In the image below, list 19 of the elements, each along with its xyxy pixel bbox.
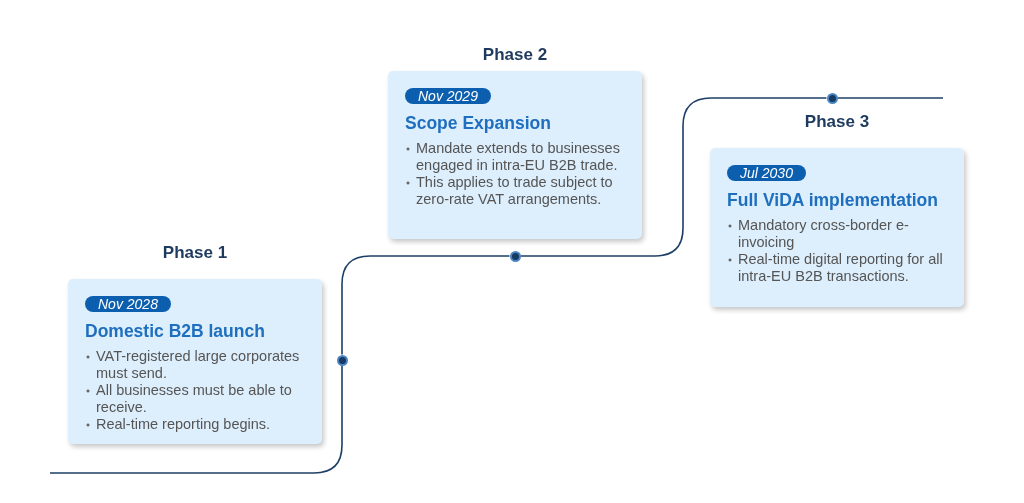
date-tag: Nov 2028 (85, 296, 171, 312)
date-tag: Jul 2030 (727, 165, 806, 181)
phase-heading: Phase 3 (804, 112, 870, 132)
bullet-text: VAT-registered large corporates must send. (85, 348, 302, 381)
phase-title: Domestic B2B launch (85, 321, 265, 341)
timeline-dot (509, 250, 521, 262)
date-tag: Nov 2029 (405, 88, 491, 104)
bullet-text: Real-time digital reporting for all intra-EU B2B transactions. (727, 251, 944, 284)
phase-title: Full ViDA implementation (727, 190, 938, 210)
phase-title: Scope Expansion (405, 113, 551, 133)
timeline-line (519, 97, 828, 257)
timeline-line (49, 364, 343, 474)
bullet-text: Mandate extends to businesses engaged in intra-EU B2B trade. (405, 140, 622, 173)
timeline-line (341, 255, 511, 356)
timeline-dot (336, 354, 348, 366)
phase-heading: Phase 2 (482, 45, 548, 65)
timeline-line (836, 97, 944, 99)
phase-heading: Phase 1 (162, 243, 228, 263)
timeline-dot (826, 92, 838, 104)
